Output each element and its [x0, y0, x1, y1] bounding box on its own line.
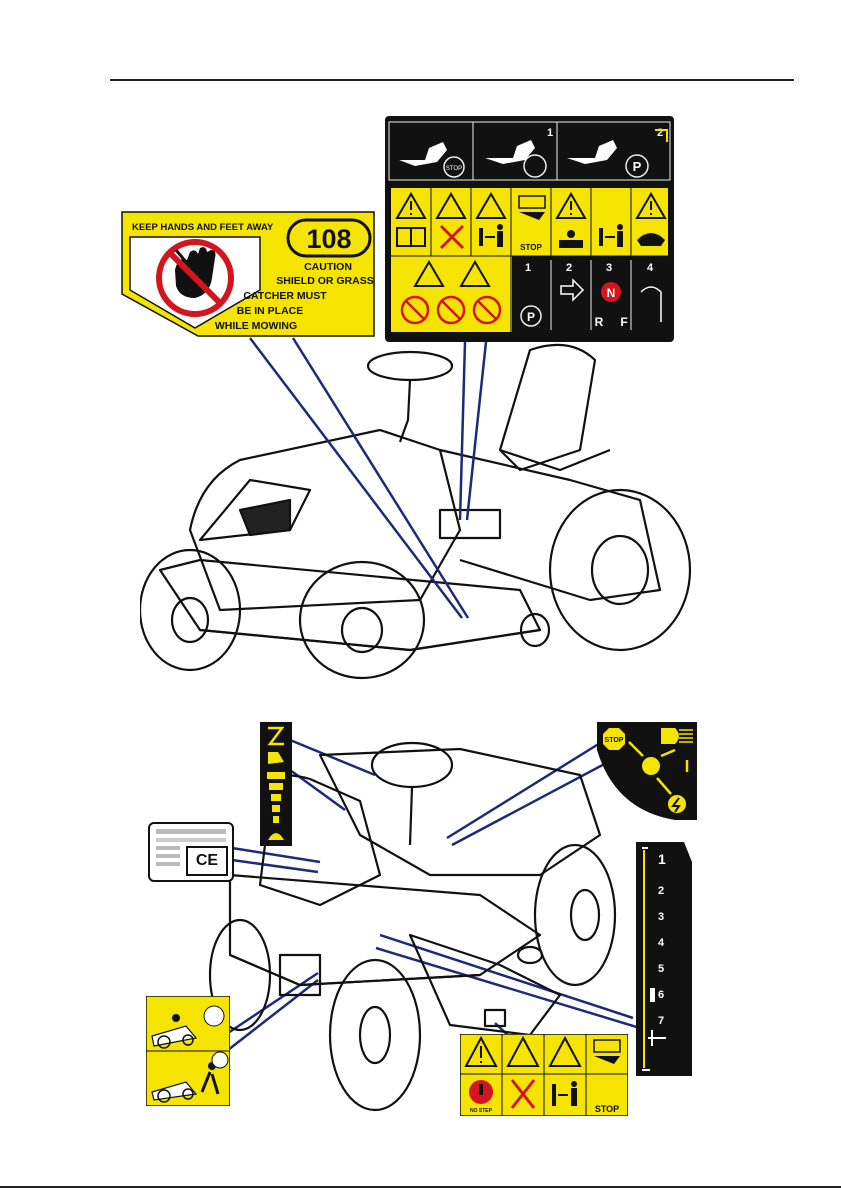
- header-rule: [110, 79, 794, 81]
- keep-away-heading: KEEP HANDS AND FEET AWAY: [132, 222, 274, 233]
- svg-text:CATCHER MUST: CATCHER MUST: [243, 290, 327, 302]
- svg-text:1: 1: [547, 127, 553, 139]
- svg-text:STOP: STOP: [520, 243, 542, 252]
- keep-away-number: 108: [306, 224, 351, 254]
- seat-adjust-decal: [260, 722, 292, 846]
- svg-text:2: 2: [566, 262, 572, 274]
- svg-text:R: R: [595, 315, 604, 329]
- ignition-decal: STOP: [595, 720, 699, 822]
- svg-text:5: 5: [658, 963, 664, 975]
- ce-mark: CE: [186, 846, 228, 876]
- control-decal: STOP 1 P 2 STOP: [385, 116, 674, 342]
- svg-text:1: 1: [658, 851, 666, 867]
- svg-text:P: P: [527, 310, 535, 324]
- svg-text:STOP: STOP: [595, 1104, 619, 1114]
- svg-text:6: 6: [658, 989, 664, 1001]
- svg-text:BE IN PLACE: BE IN PLACE: [237, 305, 304, 317]
- svg-text:SHIELD OR GRASS: SHIELD OR GRASS: [276, 275, 373, 287]
- svg-text:1: 1: [525, 262, 531, 274]
- svg-text:STOP: STOP: [446, 166, 462, 172]
- headlight-icon: [661, 728, 679, 744]
- svg-text:NO STEP: NO STEP: [470, 1108, 493, 1114]
- svg-text:2: 2: [657, 127, 663, 139]
- ce-plate: CE: [148, 822, 234, 882]
- svg-text:3: 3: [658, 911, 664, 923]
- svg-text:F: F: [620, 315, 627, 329]
- tractor-side-illustration: [140, 330, 700, 680]
- svg-text:N: N: [607, 286, 616, 300]
- svg-text:4: 4: [658, 937, 665, 949]
- svg-text:CAUTION: CAUTION: [304, 261, 352, 273]
- svg-text:3: 3: [606, 262, 612, 274]
- svg-text:P: P: [633, 159, 642, 174]
- svg-text:2: 2: [658, 885, 664, 897]
- svg-text:STOP: STOP: [605, 737, 624, 744]
- svg-text:7: 7: [658, 1015, 664, 1027]
- cutting-height-decal: 1 2 3 4 5 6 7: [636, 842, 696, 1076]
- deck-warning-decal: NO STEP STOP: [460, 1034, 628, 1116]
- keep-hands-away-decal: KEEP HANDS AND FEET AWAY 108 CAUTION SHI…: [120, 210, 378, 338]
- footer-rule: [0, 1186, 841, 1188]
- mowing-slope-decal: [146, 996, 230, 1106]
- svg-text:4: 4: [647, 262, 654, 274]
